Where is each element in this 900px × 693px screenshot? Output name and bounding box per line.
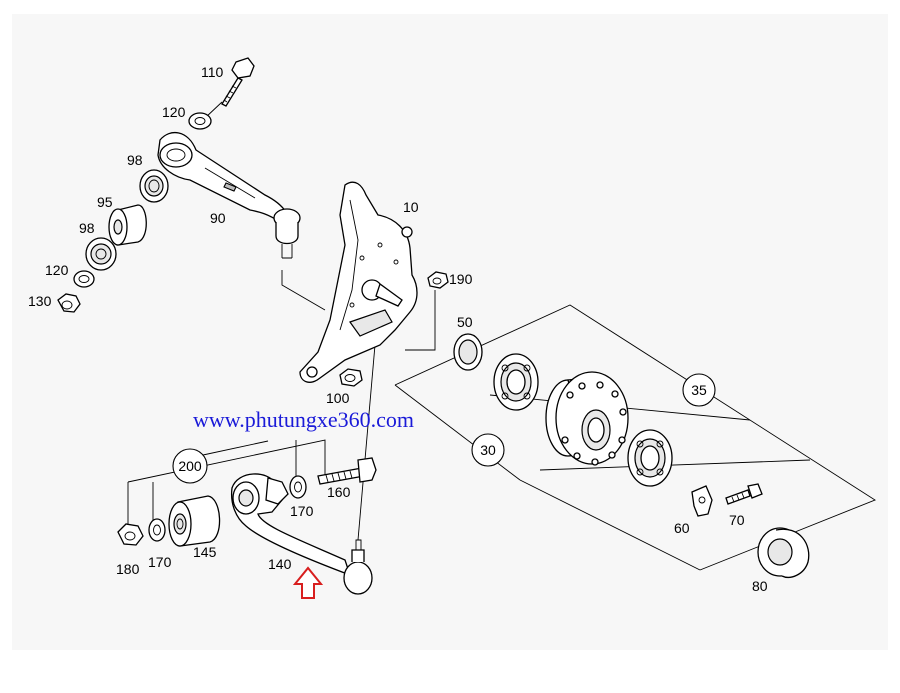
- label-98-lower: 98: [79, 220, 95, 236]
- bushing-98-lower: [85, 237, 117, 271]
- label-170-right: 170: [290, 503, 314, 519]
- label-120-top: 120: [162, 104, 186, 120]
- nut-130: [57, 293, 81, 313]
- clamp-nut-60: [691, 485, 713, 517]
- wheel-hub: [545, 371, 629, 466]
- washer-120-top: [188, 112, 212, 130]
- label-170-left: 170: [148, 554, 172, 570]
- label-80: 80: [752, 578, 768, 594]
- bolt-110: [221, 57, 255, 107]
- washer-120-lower: [73, 270, 95, 288]
- label-50: 50: [457, 314, 473, 330]
- callout-35: 35: [682, 373, 716, 407]
- watermark-text: www.phutungxe360.com: [193, 407, 414, 432]
- label-90: 90: [210, 210, 226, 226]
- svg-text:200: 200: [178, 458, 202, 474]
- label-190: 190: [449, 271, 473, 287]
- svg-text:35: 35: [691, 382, 707, 398]
- highlight-arrow: [292, 566, 324, 599]
- label-60: 60: [674, 520, 690, 536]
- bushing-95: [108, 204, 147, 246]
- bolt-160: [317, 457, 377, 485]
- washer-170-left: [148, 518, 166, 542]
- steering-knuckle-10: [299, 181, 418, 383]
- part-labels: 110 120 98 95 90 98 120 130 10 190 100 5…: [28, 64, 768, 594]
- upper-control-arm-90: [157, 131, 301, 259]
- nut-100: [339, 368, 363, 387]
- label-70: 70: [729, 512, 745, 528]
- label-160: 160: [327, 484, 351, 500]
- callout-30: 30: [471, 433, 505, 467]
- bushing-98-top: [139, 169, 169, 203]
- bearing-inner: [493, 353, 539, 411]
- label-120-lower: 120: [45, 262, 69, 278]
- lower-control-arm-140: [230, 473, 373, 595]
- label-98-top: 98: [127, 152, 143, 168]
- nut-190: [427, 271, 449, 289]
- label-140: 140: [268, 556, 292, 572]
- diagram-panel: [12, 14, 888, 650]
- bushing-145: [168, 495, 221, 547]
- label-130: 130: [28, 293, 52, 309]
- label-145: 145: [193, 544, 217, 560]
- label-100: 100: [326, 390, 350, 406]
- nut-180: [117, 523, 144, 546]
- label-95: 95: [97, 194, 113, 210]
- grease-cap-80: [757, 527, 810, 578]
- washer-170-right: [289, 475, 307, 499]
- svg-text:30: 30: [480, 442, 496, 458]
- label-110: 110: [201, 64, 224, 80]
- label-10: 10: [403, 199, 419, 215]
- screw-70: [725, 483, 763, 505]
- label-180: 180: [116, 561, 140, 577]
- bearing-outer: [627, 429, 673, 487]
- callout-200: 200: [172, 448, 208, 484]
- seal-50: [453, 333, 483, 371]
